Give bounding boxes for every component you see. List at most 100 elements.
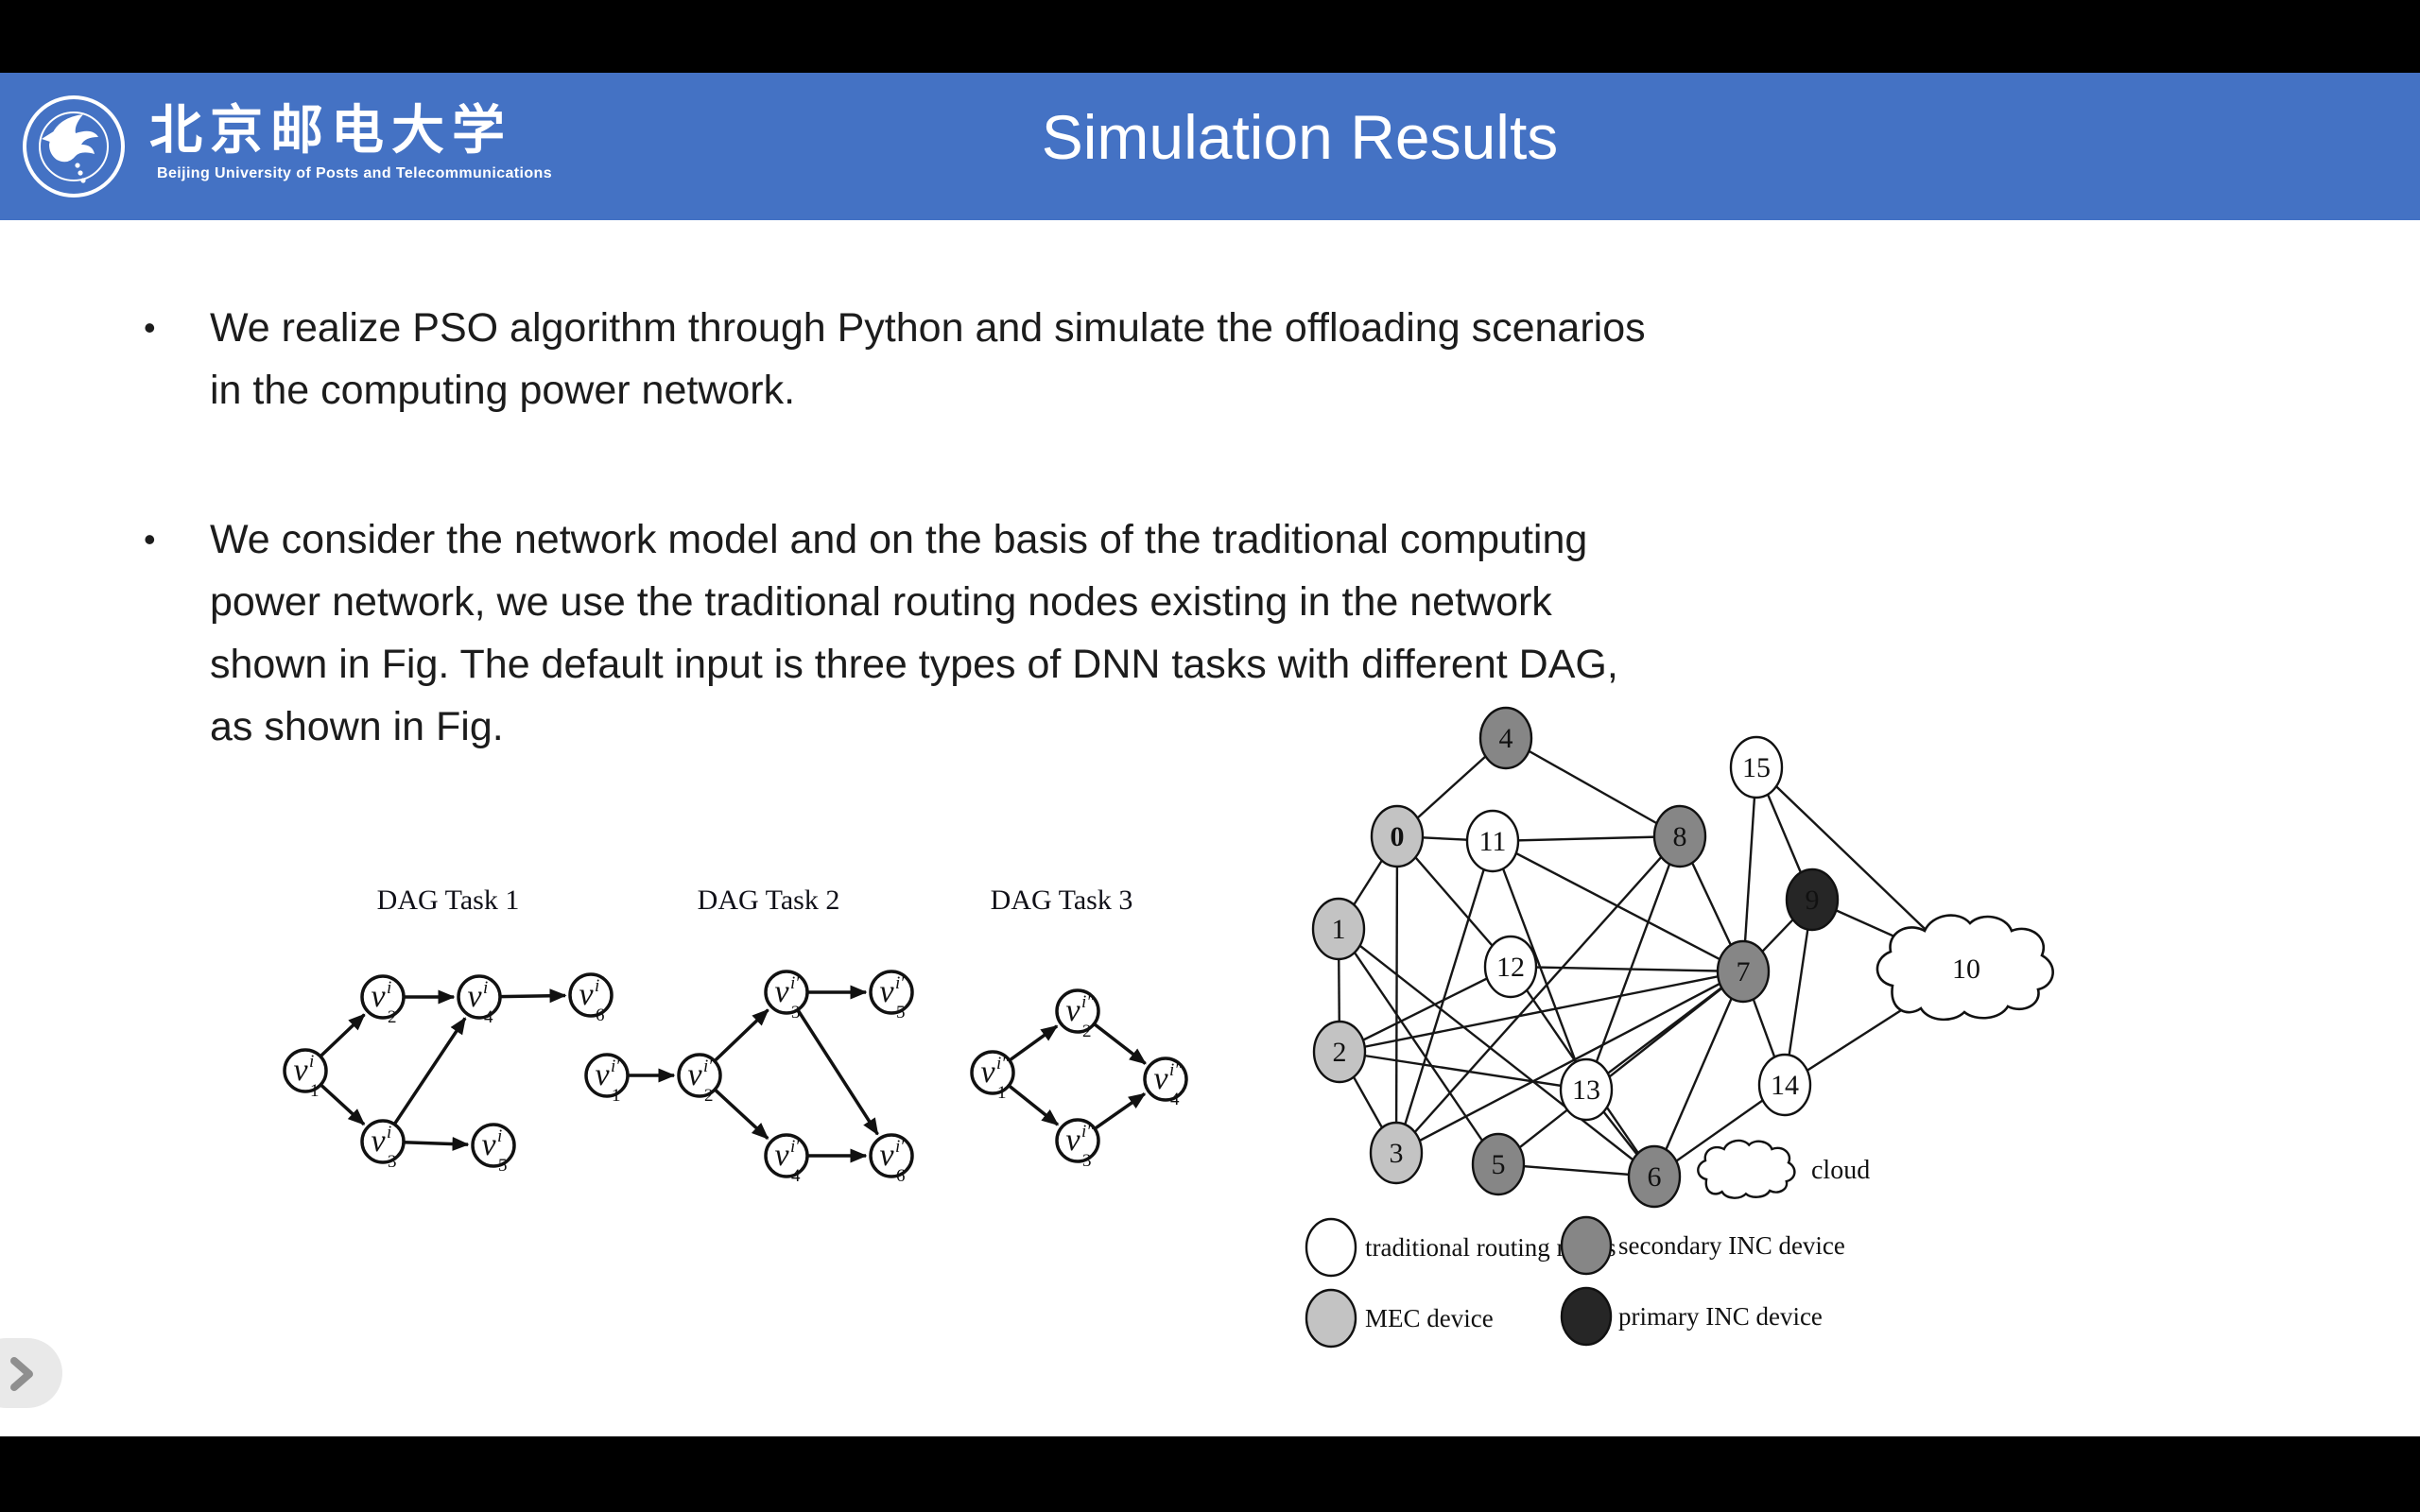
legend-swatch-mec <box>1305 1288 1357 1349</box>
dag-node <box>457 974 502 1020</box>
dag-node-superscript: i′ <box>703 1057 713 1076</box>
network-node-label-15: 15 <box>1742 752 1771 783</box>
dag-node <box>677 1053 722 1098</box>
network-node-label-7: 7 <box>1737 956 1751 988</box>
dag-edge <box>1008 1084 1060 1126</box>
bullet-marker: • <box>144 520 156 558</box>
dag-task-2-title: DAG Task 2 <box>698 885 840 916</box>
dag-node-superscript: i <box>387 1123 391 1143</box>
network-node-0 <box>1370 804 1425 868</box>
dag-node-subscript: 1 <box>612 1086 621 1106</box>
dag-node-subscript: 3 <box>1082 1151 1092 1171</box>
dag-node-label: v <box>687 1057 702 1092</box>
bullet-text-line: power network, we use the traditional ro… <box>210 579 1552 625</box>
dag-node-label: v <box>595 1057 610 1092</box>
dag-node-label: v <box>293 1053 308 1088</box>
network-edge-1-6 <box>1338 928 1655 1177</box>
network-node-1 <box>1311 897 1366 961</box>
dag-node-superscript: i″ <box>1169 1060 1183 1080</box>
bullet-list: •We realize PSO algorithm through Python… <box>144 297 2280 845</box>
page-title: Simulation Results <box>1041 102 1559 172</box>
dag-edge <box>713 1088 769 1140</box>
dag-node-label: v <box>774 974 789 1009</box>
dag-node <box>360 974 406 1020</box>
legend-label-mec: MEC device <box>1365 1304 1494 1332</box>
network-edge-7-13 <box>1585 971 1744 1091</box>
network-node-3 <box>1369 1121 1424 1185</box>
university-name-cn: 北京邮电大学 <box>149 100 512 162</box>
dag-node <box>1143 1057 1188 1102</box>
network-edge-15-7 <box>1741 766 1758 972</box>
cloud-node-10 <box>1876 914 2054 1022</box>
network-node-label-2: 2 <box>1333 1037 1347 1068</box>
dag-node <box>869 1133 914 1178</box>
legend-label-secondary: secondary INC device <box>1618 1231 1845 1260</box>
network-edge-2-13 <box>1339 1050 1587 1091</box>
dag-node <box>584 1053 630 1098</box>
dag-edge <box>392 1017 467 1125</box>
network-node-8 <box>1652 804 1707 868</box>
network-edge-11-13 <box>1491 840 1588 1091</box>
dag-node-subscript: 2 <box>1082 1022 1092 1041</box>
network-edge-7-6 <box>1652 971 1745 1177</box>
dag-node-superscript: i′ <box>790 1137 800 1157</box>
dag-node <box>869 970 914 1015</box>
dag-node-label: v <box>879 1138 894 1173</box>
bullet-text-line: in the computing power network. <box>210 368 796 413</box>
dag-node-subscript: 2 <box>704 1086 714 1106</box>
legend-swatch-secondary <box>1560 1215 1613 1276</box>
network-node-label-4: 4 <box>1499 723 1513 754</box>
dag-node-superscript: i′ <box>611 1057 620 1076</box>
dag-edge <box>713 1008 769 1063</box>
slide-header: 北京邮电大学 Beijing University of Posts and T… <box>0 73 2420 220</box>
dag-node-subscript: 6 <box>896 1166 906 1186</box>
network-node-label-8: 8 <box>1673 821 1687 852</box>
network-edge-1-5 <box>1338 928 1499 1165</box>
university-seal-icon <box>23 95 125 198</box>
dag-node-label: v <box>774 1138 789 1173</box>
dag-node-superscript: i′ <box>790 973 800 993</box>
network-edge-12-2 <box>1339 965 1512 1054</box>
network-edge-8-3 <box>1395 835 1681 1154</box>
dag-node-subscript: 1 <box>997 1083 1007 1103</box>
dag-edge <box>1093 1022 1147 1065</box>
bullet-text-line: We consider the network model and on the… <box>210 517 1588 562</box>
dag-node-superscript: i″ <box>1081 1122 1095 1142</box>
dag-node-label: v <box>481 1127 496 1162</box>
dag-node-label: v <box>1065 1123 1080 1158</box>
dag-node <box>471 1123 516 1168</box>
dag-node-label: v <box>980 1055 995 1090</box>
dag-node-superscript: i″ <box>1081 992 1095 1012</box>
dag-node-label: v <box>1153 1061 1168 1096</box>
dag-edge <box>320 1083 366 1126</box>
network-edge-4-8 <box>1505 736 1681 838</box>
dag-task-1-title: DAG Task 1 <box>377 885 520 916</box>
network-edge-7-3 <box>1395 970 1744 1155</box>
dag-node <box>283 1048 328 1093</box>
dag-edge <box>403 1137 470 1152</box>
next-slide-button[interactable] <box>0 1338 62 1408</box>
bullet-text-line: shown in Fig. The default input is three… <box>210 642 1618 687</box>
legend-swatch-routing <box>1305 1217 1357 1278</box>
dag-node-label: v <box>1065 993 1080 1028</box>
dag-node-superscript: i <box>309 1052 314 1072</box>
dag-node <box>568 972 614 1018</box>
cloud-icon <box>1697 1139 1796 1199</box>
dag-node-label: v <box>371 979 386 1014</box>
dag-node-label: v <box>371 1124 386 1159</box>
university-name-en: Beijing University of Posts and Telecomm… <box>157 165 553 181</box>
letterbox-bottom-bar <box>0 1436 2420 1512</box>
dag-node-subscript: 4 <box>484 1007 493 1027</box>
network-node-14 <box>1757 1053 1812 1117</box>
network-node-label-11: 11 <box>1479 826 1507 857</box>
dag-node-label: v <box>579 977 594 1012</box>
dag-node-superscript: i <box>497 1126 502 1146</box>
network-node-label-12: 12 <box>1496 952 1525 983</box>
dag-node-superscript: i″ <box>996 1054 1010 1074</box>
dag-node-subscript: 4 <box>1170 1090 1180 1109</box>
network-node-6 <box>1627 1144 1682 1209</box>
dag-node-subscript: 3 <box>388 1152 397 1172</box>
network-node-label-10: 10 <box>1952 954 1980 985</box>
dag-node-superscript: i′ <box>895 1137 905 1157</box>
